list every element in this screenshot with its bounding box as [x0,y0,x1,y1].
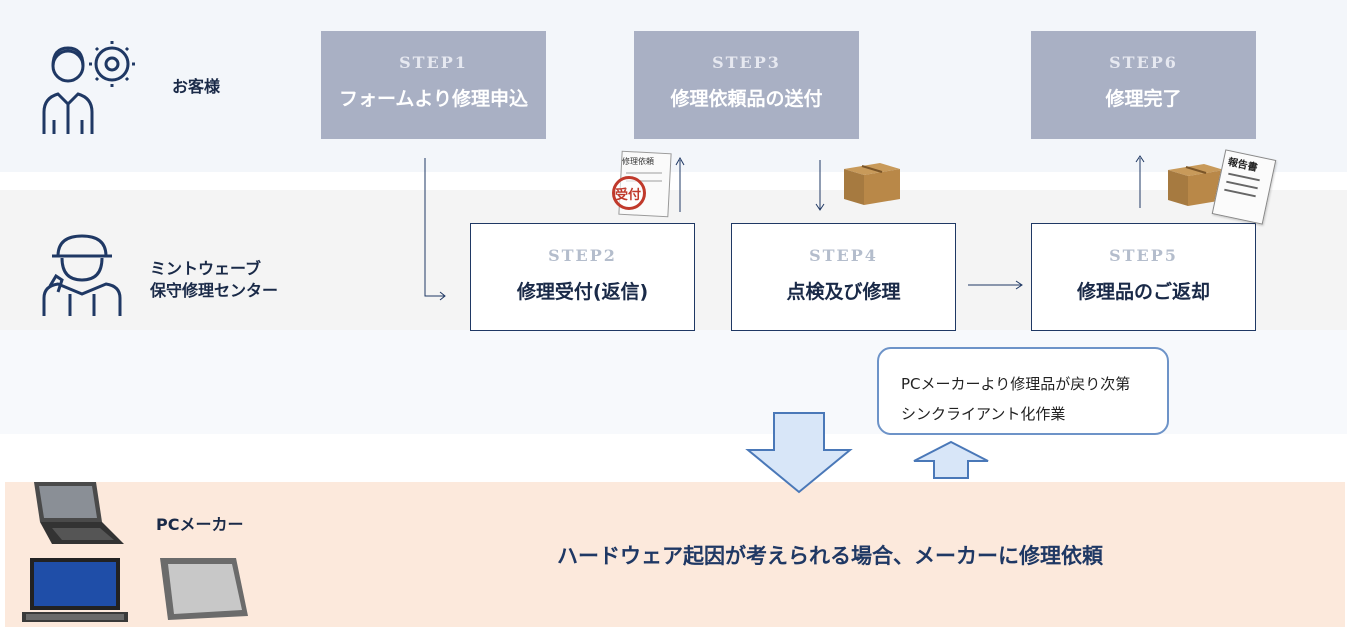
customer-label: お客様 [172,77,221,96]
technician-icon [42,234,122,316]
step4-title: 点検及び修理 [786,281,901,303]
step6-number: STEP6 [1109,53,1178,72]
step6-title: 修理完了 [1105,88,1182,110]
note-line2: シンクライアント化作業 [901,405,1066,423]
step1-number: STEP1 [399,53,468,72]
step1-box: STEP1 フォームより修理申込 [321,31,546,139]
report-document-icon: 報告書 [1211,149,1277,225]
stamped-request-icon: 修理依頼 受付 [612,150,672,218]
up-block-arrow [913,440,989,479]
note-line1: PCメーカーより修理品が戻り次第 [901,375,1131,393]
maker-repair-message: ハードウェア起因が考えられる場合、メーカーに修理依頼 [557,544,1103,568]
step6-box: STEP6 修理完了 [1031,31,1256,139]
step3-title: 修理依頼品の送付 [670,88,823,110]
received-seal-label: 受付 [615,188,642,203]
step4-box: STEP4 点検及び修理 [731,223,956,331]
pc-maker-label: PCメーカー [156,515,244,534]
cardboard-box-icon [844,163,900,205]
step2-number: STEP2 [548,246,617,265]
step5-box: STEP5 修理品のご返却 [1031,223,1256,331]
step2-title: 修理受付(返信) [516,281,649,303]
maker-return-note: PCメーカーより修理品が戻り次第 シンクライアント化作業 [877,347,1169,435]
step5-number: STEP5 [1109,246,1178,265]
step5-title: 修理品のご返却 [1076,281,1210,303]
customer-person-icon [42,41,135,134]
step3-box: STEP3 修理依頼品の送付 [634,31,859,139]
desktop-pc-icon [22,558,128,622]
step3-number: STEP3 [712,53,781,72]
down-block-arrow [745,412,853,494]
service-center-label-line1: ミントウェーブ [150,259,262,278]
tablet-icon [160,558,248,620]
request-doc-label: 修理依頼 [622,157,654,166]
step1-title: フォームより修理申込 [338,88,529,110]
service-center-label: ミントウェーブ 保守修理センター [150,258,278,302]
step4-number: STEP4 [809,246,878,265]
service-center-label-line2: 保守修理センター [150,281,279,300]
step2-box: STEP2 修理受付(返信) [470,223,695,331]
laptop-icon [34,482,124,544]
